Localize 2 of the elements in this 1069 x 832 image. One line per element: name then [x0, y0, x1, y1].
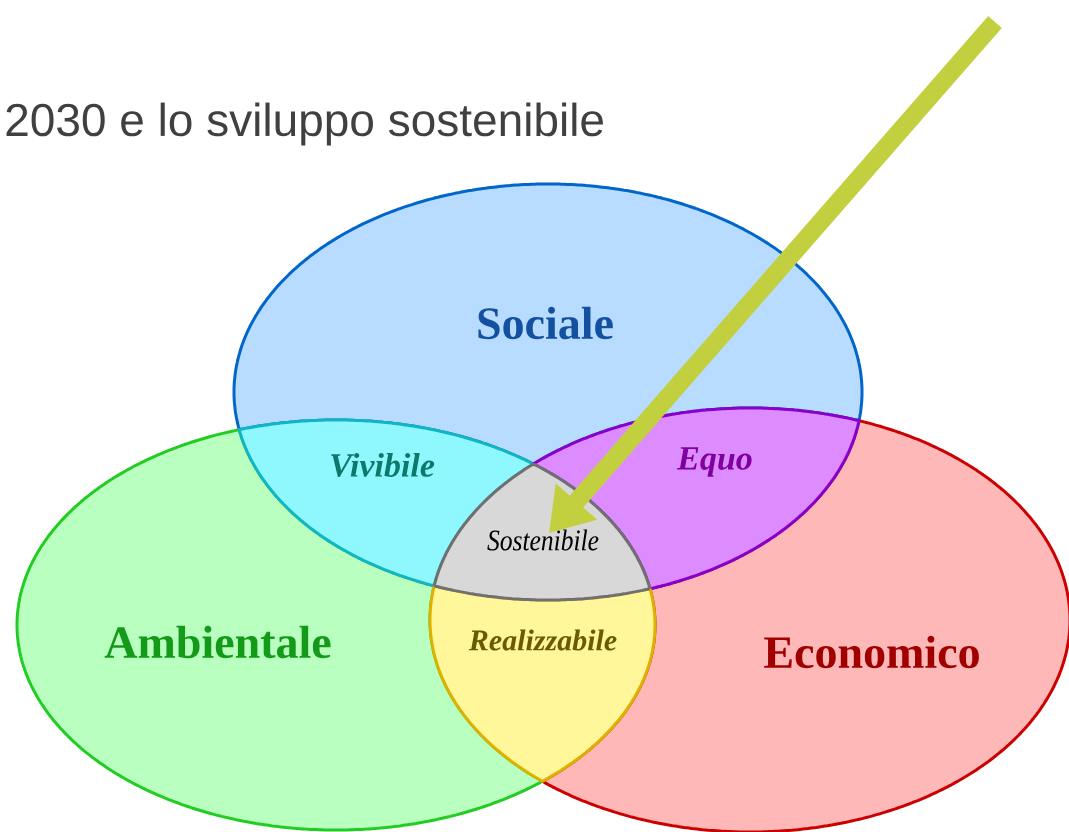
overlap-region: Realizzabile: [428, 584, 657, 783]
title: 2030 e lo sviluppo sostenibile: [6, 102, 603, 146]
